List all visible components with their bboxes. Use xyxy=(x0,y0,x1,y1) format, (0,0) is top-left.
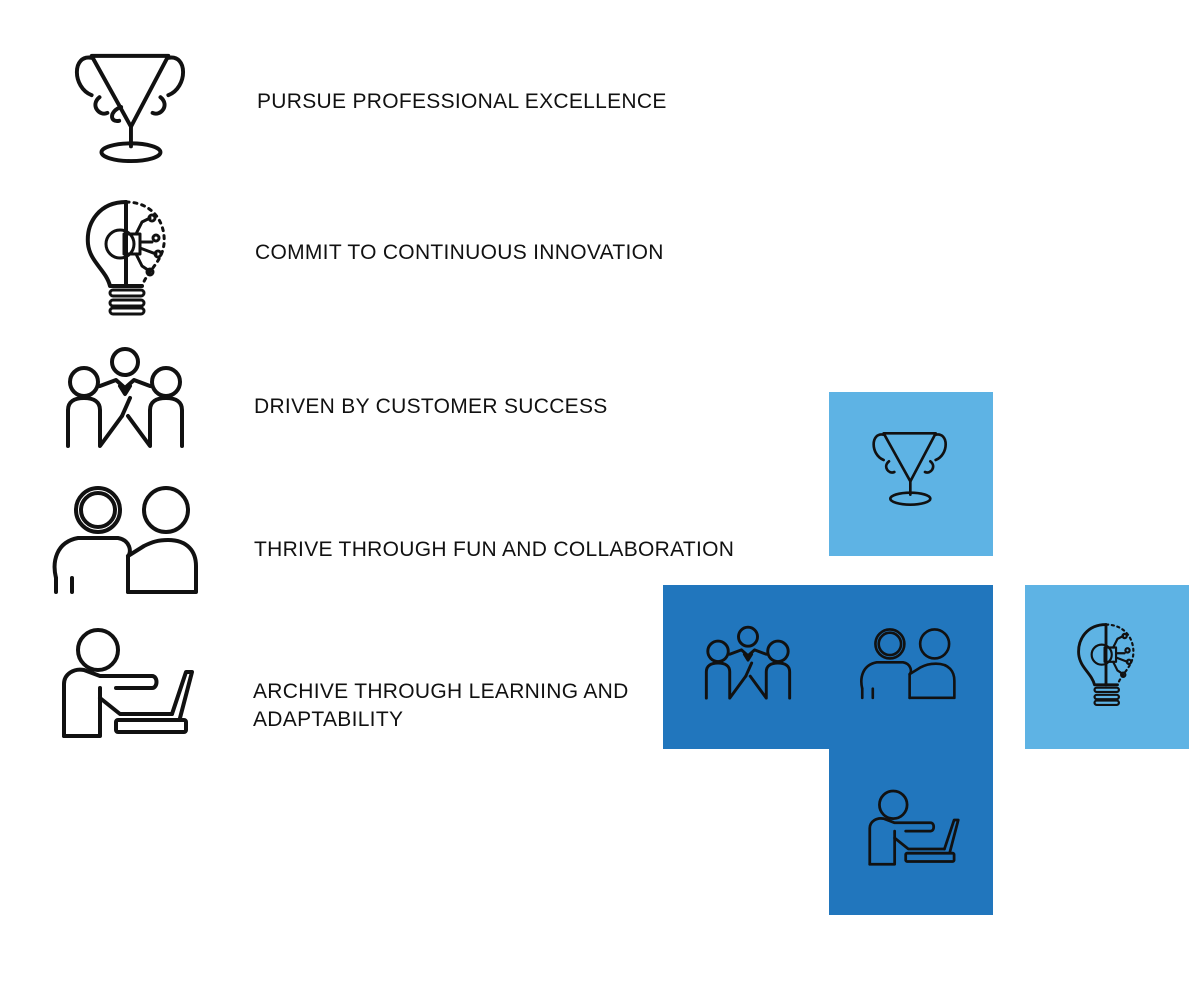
collaboration-people-icon xyxy=(857,625,957,701)
team-handshake-icon xyxy=(64,346,186,450)
team-collaboration-tile xyxy=(663,585,993,749)
collaboration-people-icon xyxy=(48,482,200,596)
learning-laptop-icon xyxy=(867,789,961,869)
value-label-learning-line2: ADAPTABILITY xyxy=(253,708,404,731)
value-label-excellence: PURSUE PROFESSIONAL EXCELLENCE xyxy=(257,90,667,113)
learning-laptop-icon xyxy=(60,628,196,742)
value-label-collaboration: THRIVE THROUGH FUN AND COLLABORATION xyxy=(254,538,735,561)
trophy-tile xyxy=(829,392,993,556)
learning-tile xyxy=(829,749,993,915)
value-label-innovation: COMMIT TO CONTINUOUS INNOVATION xyxy=(255,241,664,264)
value-label-customer: DRIVEN BY CUSTOMER SUCCESS xyxy=(254,395,608,418)
innovation-tile xyxy=(1025,585,1189,749)
value-label-learning: ARCHIVE THROUGH LEARNING AND ADAPTABILIT… xyxy=(253,678,629,734)
trophy-icon xyxy=(869,428,949,508)
trophy-icon xyxy=(70,48,188,166)
team-handshake-icon xyxy=(703,625,793,701)
innovation-bulb-icon xyxy=(1073,621,1139,707)
innovation-bulb-icon xyxy=(80,198,172,316)
value-label-learning-line1: ARCHIVE THROUGH LEARNING AND xyxy=(253,680,629,703)
